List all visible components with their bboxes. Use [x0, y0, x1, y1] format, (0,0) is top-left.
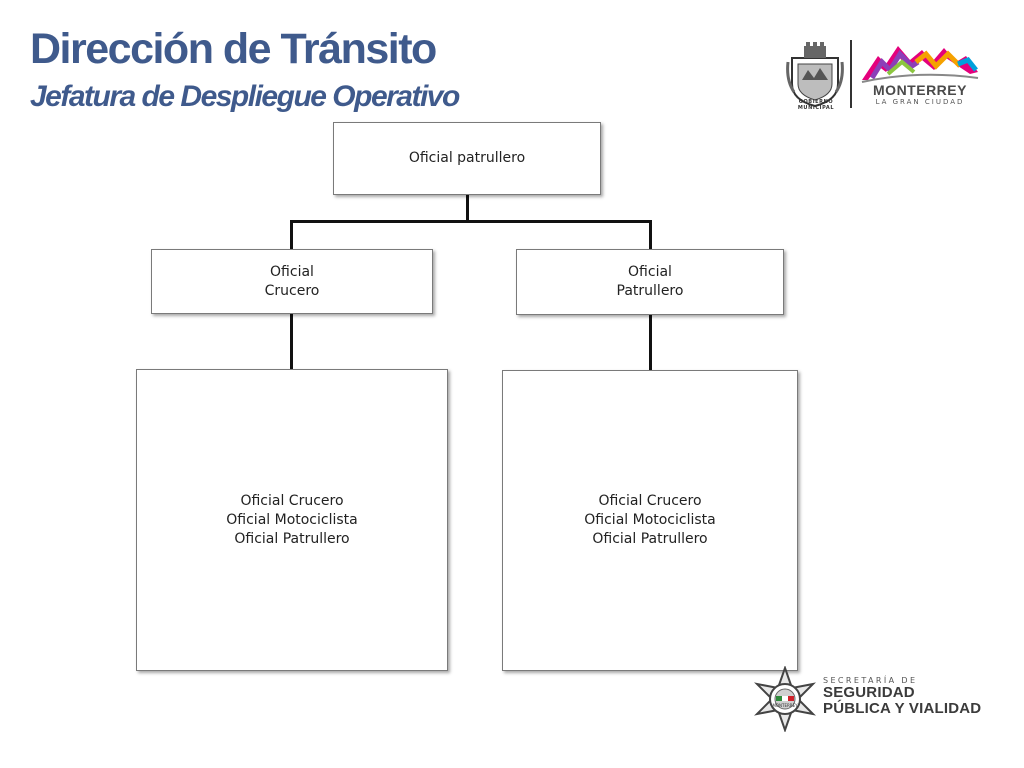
- right-unit-box: Oficial Patrullero: [516, 249, 784, 315]
- page-title: Dirección de Tránsito: [30, 25, 437, 73]
- connector-left-drop: [290, 220, 293, 250]
- connector-right-drop: [649, 220, 652, 250]
- monterrey-wordmark: MONTERREY: [873, 82, 967, 98]
- logo-divider: [850, 40, 852, 108]
- monterrey-logo-icon: [861, 46, 979, 83]
- secretaria-line-2: PÚBLICA Y VIALIDAD: [823, 700, 982, 717]
- right-unit-label: Oficial Patrullero: [616, 264, 684, 299]
- badge-text: MONTERREY: [772, 703, 798, 708]
- connector-root-down: [466, 194, 469, 222]
- police-badge-icon: MONTERREY: [753, 666, 817, 732]
- secretaria-line-1: SEGURIDAD: [823, 684, 915, 701]
- left-unit-label: Oficial Crucero: [264, 263, 320, 299]
- left-staff-box: Oficial Crucero Oficial Motociclista Ofi…: [136, 369, 448, 671]
- secretaria-prefix: SECRETARÍA DE: [823, 676, 918, 685]
- left-unit-box: Oficial Crucero: [151, 249, 433, 314]
- root-label: Oficial patrullero: [408, 150, 526, 166]
- connector-right-staff: [649, 315, 652, 371]
- right-staff-box: Oficial Crucero Oficial Motociclista Ofi…: [502, 370, 798, 671]
- left-staff-list: Oficial Crucero Oficial Motociclista Ofi…: [226, 492, 358, 547]
- connector-horizontal: [290, 220, 652, 223]
- connector-left-staff: [290, 314, 293, 370]
- root-box: Oficial patrullero: [333, 122, 601, 195]
- monterrey-tagline: LA GRAN CIUDAD: [875, 98, 965, 106]
- municipal-seal-icon: [786, 42, 844, 108]
- municipal-seal-caption: GOBIERNO MUNICIPAL: [797, 99, 835, 111]
- page-subtitle: Jefatura de Despliegue Operativo: [30, 80, 460, 113]
- right-staff-list: Oficial Crucero Oficial Motociclista Ofi…: [584, 493, 716, 547]
